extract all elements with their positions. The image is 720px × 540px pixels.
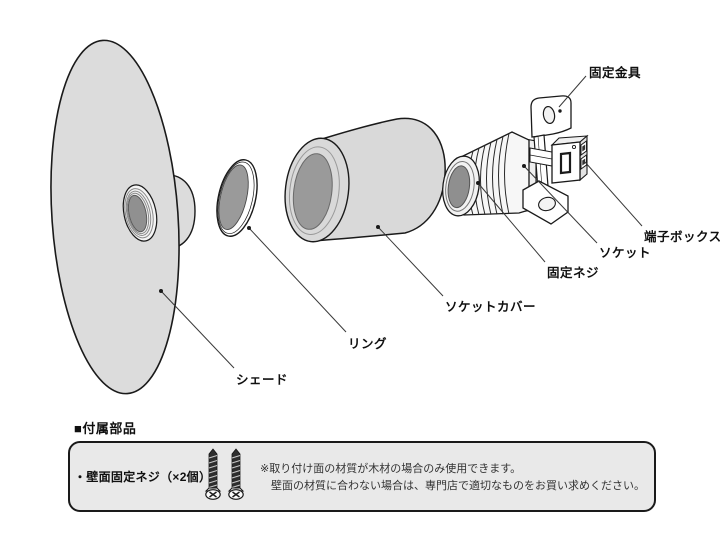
leader-ring: [248, 227, 347, 333]
socket-illustration: [442, 131, 537, 217]
terminal-box-illustration: [529, 134, 589, 184]
leader-socket: [523, 165, 598, 244]
label-shade: シェード: [236, 373, 289, 387]
leader-bracket: [558, 75, 587, 108]
note-line-1: ※取り付け面の材質が木材の場合のみ使用できます。: [260, 463, 522, 475]
shade-illustration: [50, 39, 196, 395]
accessories-item-label: ・壁面固定ネジ（×2個）: [74, 470, 212, 484]
accessories-box: [68, 441, 656, 512]
socket-cover-illustration: [284, 117, 446, 243]
leader-socket-cover: [377, 226, 444, 297]
socket-ribs: [468, 133, 510, 216]
cable: [529, 147, 553, 167]
shade-neck: [162, 174, 196, 250]
label-bracket: 固定金具: [589, 66, 642, 80]
ring-illustration: [216, 159, 258, 237]
shade-thread-hole: [122, 184, 158, 242]
label-socket: ソケット: [599, 246, 652, 260]
label-ring: リング: [348, 337, 388, 351]
leader-terminal-box: [584, 161, 643, 227]
accessories-note: ※取り付け面の材質が木材の場合のみ使用できます。 壁面の材質に合わない場合は、専…: [260, 461, 645, 495]
label-fixing-screw: 固定ネジ: [547, 266, 600, 280]
terminal-slot: [559, 151, 572, 175]
accessories-heading: ■付属部品: [74, 421, 137, 436]
label-terminal-box: 端子ボックス: [644, 230, 720, 244]
note-line-2: 壁面の材質に合わない場合は、専門店で適切なものをお買い求めください。: [271, 480, 645, 492]
mounting-bracket-illustration: [522, 95, 572, 225]
leader-fixing-screw: [477, 182, 546, 263]
shade-body: [50, 39, 180, 395]
leader-lines: [159, 75, 643, 369]
label-socket-cover: ソケットカバー: [445, 300, 537, 314]
bracket-top-hole: [542, 105, 556, 125]
bracket-foot-hole: [538, 196, 556, 212]
leader-shade: [160, 290, 235, 369]
